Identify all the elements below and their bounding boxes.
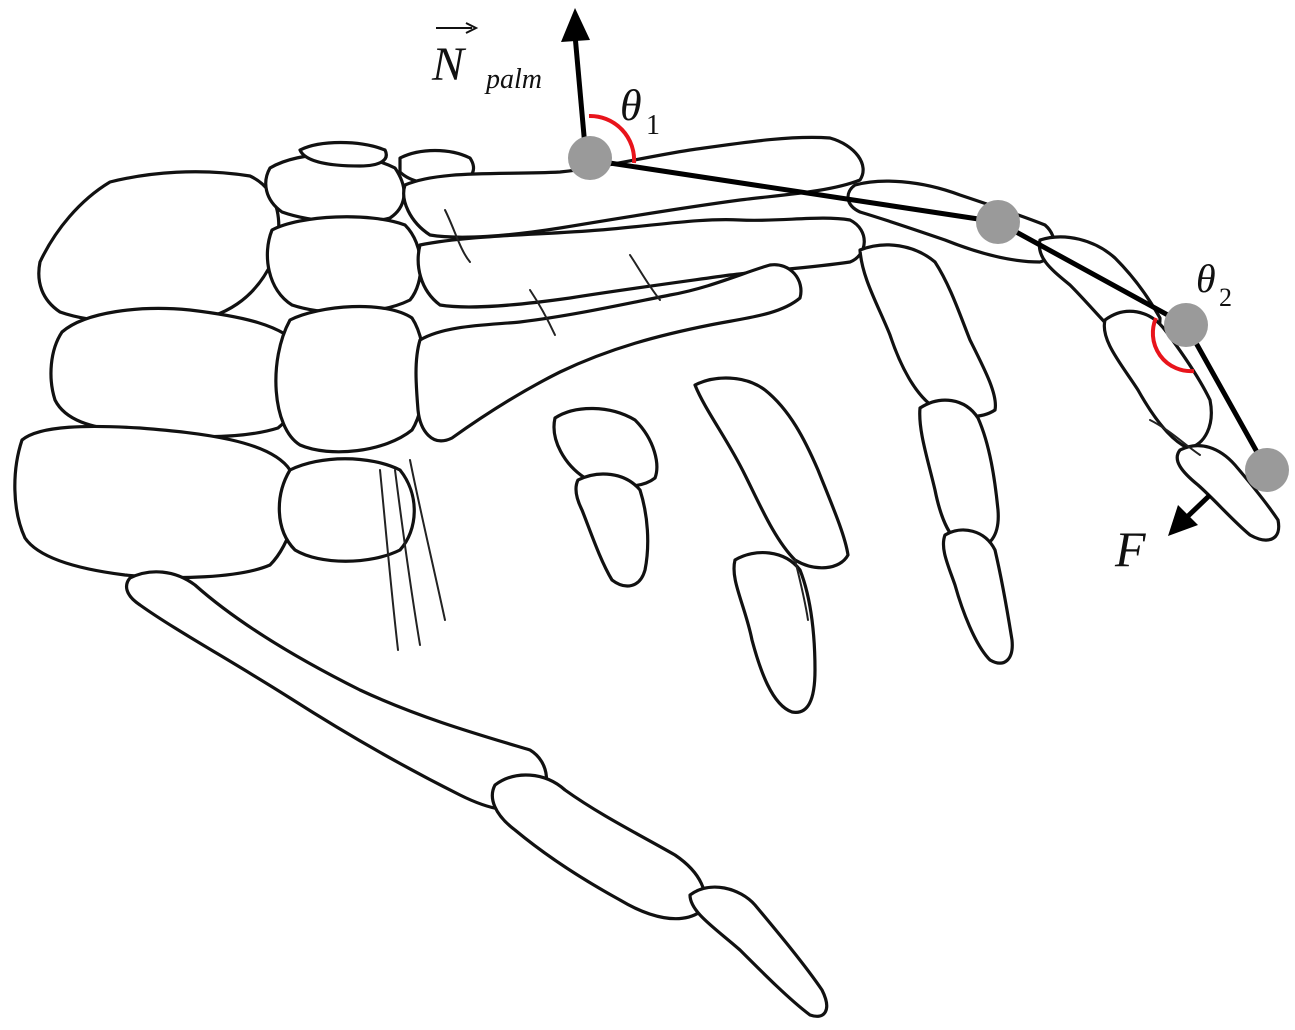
theta1-subscript: 1 [646, 110, 660, 141]
joint-pip [976, 200, 1020, 244]
theta2-label: θ 2 [1196, 256, 1232, 312]
normal-vector-label: N palm [431, 23, 542, 95]
palm-normal-arrow [561, 8, 590, 158]
force-arrow [1168, 495, 1210, 536]
joint-fingertip [1245, 448, 1289, 492]
joint-dip [1164, 303, 1208, 347]
ring-finger-phalanges [695, 378, 848, 712]
normal-vector-subscript: palm [484, 64, 542, 95]
theta2-symbol: θ [1196, 256, 1216, 301]
carpal-bones [15, 143, 474, 578]
theta1-symbol: θ [620, 81, 642, 130]
normal-vector-symbol: N [431, 38, 467, 91]
little-finger-phalanges [554, 408, 657, 586]
middle-finger-phalanges [860, 245, 1012, 663]
joint-mcp [568, 136, 612, 180]
thumb-phalanges [492, 775, 826, 1016]
theta2-subscript: 2 [1219, 283, 1232, 312]
force-label: F [1114, 521, 1146, 577]
